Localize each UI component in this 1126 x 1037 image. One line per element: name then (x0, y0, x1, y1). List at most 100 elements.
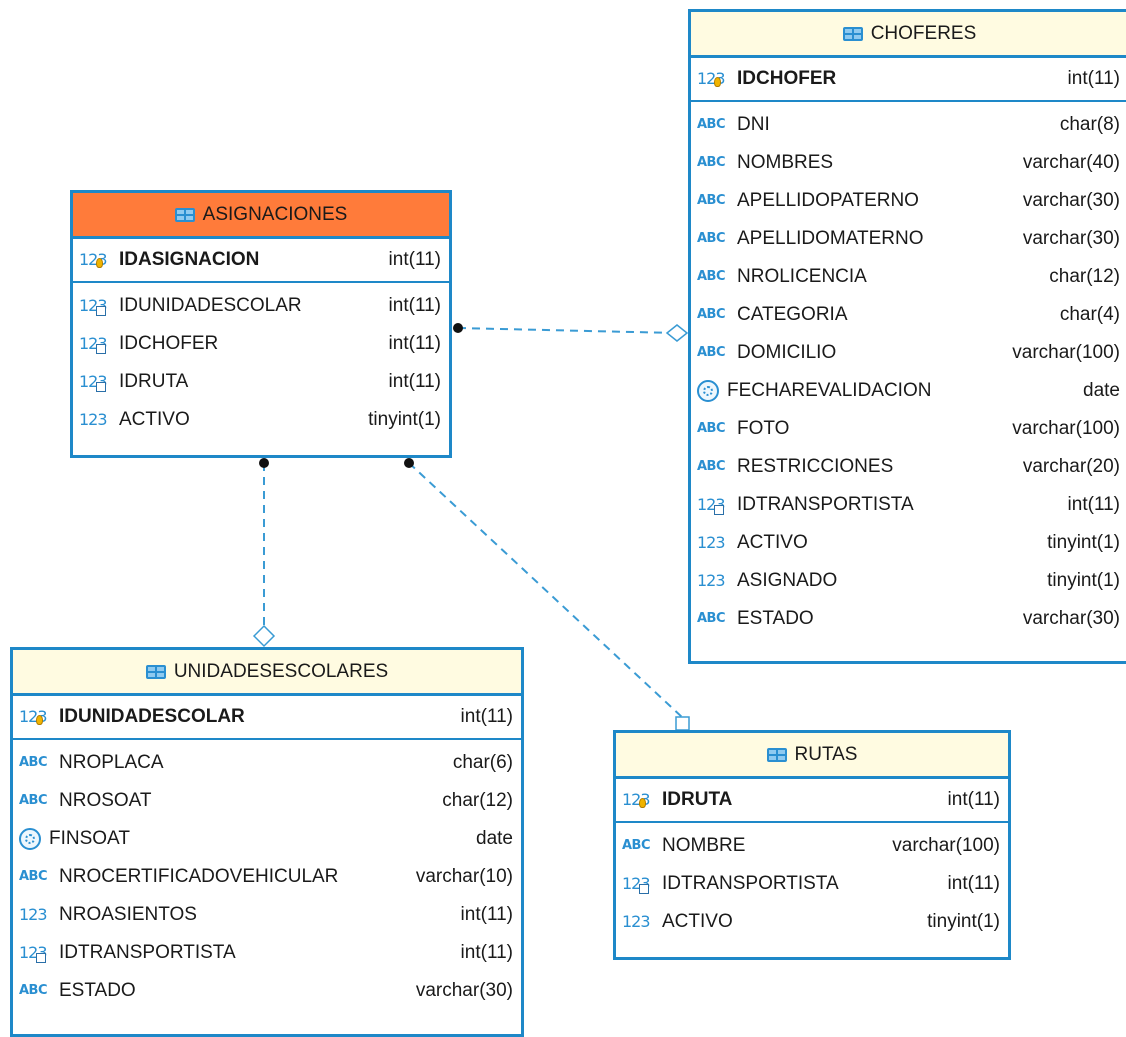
fk-number-icon: 123 (697, 495, 726, 515)
text-icon: ABC (19, 983, 48, 998)
entity-header[interactable]: CHOFERES (691, 12, 1126, 58)
column-name: NOMBRE (662, 835, 746, 856)
column-type: varchar(100) (892, 835, 1000, 856)
column-type: varchar(100) (1012, 418, 1120, 439)
column-name: RESTRICCIONES (737, 456, 894, 477)
column-name: NROCERTIFICADOVEHICULAR (59, 866, 339, 887)
text-icon: ABC (697, 231, 726, 246)
fk-number-icon: 123 (79, 296, 108, 316)
text-icon: ABC (19, 755, 48, 770)
key-number-icon: 123 (697, 69, 726, 88)
column-label: ABC ESTADO (19, 979, 416, 1003)
table-icon (842, 26, 863, 41)
entity-header[interactable]: RUTAS (616, 733, 1008, 779)
text-icon: ABC (697, 269, 726, 284)
column-name: IDRUTA (119, 371, 189, 392)
key-number-icon: 123 (622, 790, 651, 809)
key-number-icon: 123 (79, 250, 108, 269)
column-label: ABC RESTRICCIONES (697, 455, 1023, 479)
column-type: char(12) (1049, 266, 1120, 287)
column-name: APELLIDOPATERNO (737, 190, 919, 211)
text-icon: ABC (697, 459, 726, 474)
column-name: IDASIGNACION (119, 249, 260, 270)
column-name: IDCHOFER (119, 333, 219, 354)
entity-title: ASIGNACIONES (202, 203, 348, 225)
column-name: NROASIENTOS (59, 904, 197, 925)
column-row[interactable]: ABC ESTADO varchar(30) (13, 972, 521, 1010)
text-icon: ABC (19, 869, 48, 884)
column-type: int(11) (1067, 494, 1120, 515)
column-name: CATEGORIA (737, 304, 848, 325)
column-name: IDTRANSPORTISTA (662, 873, 839, 894)
column-type: int(11) (947, 789, 1000, 810)
fk-number-icon: 123 (79, 372, 108, 392)
column-name: FOTO (737, 418, 790, 439)
column-type: varchar(40) (1022, 152, 1120, 173)
entity-header[interactable]: UNIDADESESCOLARES (13, 650, 521, 696)
number-icon: 123 (697, 571, 726, 590)
column-name: ESTADO (59, 980, 136, 1001)
column-type: varchar(30) (415, 980, 513, 1001)
foreign-key-icon (96, 344, 106, 354)
column-type: int(11) (460, 904, 513, 925)
foreign-key-icon (96, 306, 106, 316)
link-end-dot-rutas (404, 458, 414, 468)
text-icon: ABC (697, 155, 726, 170)
text-icon: ABC (697, 345, 726, 360)
foreign-key-icon (639, 884, 649, 894)
entity-header[interactable]: ASIGNACIONES (73, 193, 449, 239)
table-icon (174, 207, 195, 222)
column-name: FECHAREVALIDACION (727, 380, 932, 401)
column-name: DNI (737, 114, 770, 135)
link-end-diamond-unidadesescolares (252, 624, 276, 648)
link-asignaciones-choferes[interactable] (457, 327, 677, 334)
